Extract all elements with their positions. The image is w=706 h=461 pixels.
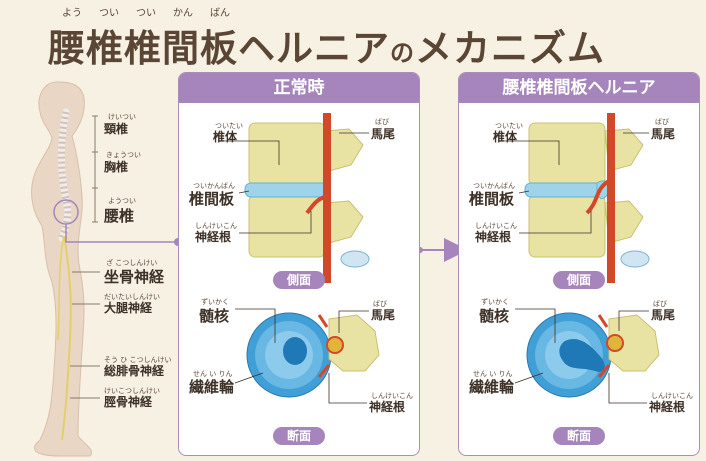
panel-normal: 正常時 ついたい 椎体 ばび 馬尾 ついかんばん 椎間板 しんけいこん 神経根 … xyxy=(178,72,420,456)
p2-root-label: 神経根 xyxy=(475,230,512,244)
p2-disc-label: 椎間板 xyxy=(469,190,515,208)
title-ruby-4: かん xyxy=(173,8,193,19)
thoracic-label: 胸椎 xyxy=(104,160,129,174)
peroneal-ruby: そう ひ こつしんけい xyxy=(104,356,172,364)
p1-root-label: 神経根 xyxy=(195,230,232,244)
p2-nucleus-label: 髄核 xyxy=(479,307,510,325)
p1-cross-view-pill: 断面 xyxy=(273,427,325,445)
p2-body-label: 椎体 xyxy=(493,130,518,144)
femoral-ruby: だいたいしんけい xyxy=(104,293,160,301)
p2-annulus-ruby: せん い りん xyxy=(473,370,513,378)
title-main-text: 腰椎椎間板ヘルニア xyxy=(48,27,390,70)
p2-root-ruby: しんけいこん xyxy=(475,222,517,230)
p2-cross-cauda-label: 馬尾 xyxy=(651,308,676,322)
cervical-label: 頸椎 xyxy=(104,122,129,136)
p2-cross-cauda-ruby: ばび xyxy=(653,300,667,308)
panel-herniation-header: 腰椎椎間板ヘルニア xyxy=(459,73,699,103)
panel-herniation: 腰椎椎間板ヘルニア ついたい 椎体 ばび 馬尾 ついかんばん 椎間板 しんけいこ… xyxy=(458,72,700,456)
title-tail-text: メカニズム xyxy=(415,27,605,70)
normal-illustration xyxy=(225,113,380,404)
p1-cross-cauda-ruby: ばび xyxy=(373,300,387,308)
p2-cross-root-ruby: しんけいこん xyxy=(651,392,693,400)
p1-nucleus-label: 髄核 xyxy=(199,307,230,325)
p1-disc-label: 椎間板 xyxy=(189,190,235,208)
sciatic-nerve xyxy=(61,235,72,441)
p2-annulus-label: 繊維輪 xyxy=(469,378,515,396)
body-silhouette xyxy=(31,81,92,457)
p2-body-ruby: ついたい xyxy=(495,122,523,130)
p2-cross-view-pill: 断面 xyxy=(553,427,605,445)
sciatic-label: 坐骨神経 xyxy=(104,268,165,286)
p1-cross-cauda-label: 馬尾 xyxy=(371,308,396,322)
p1-side-view-pill: 側面 xyxy=(273,271,325,289)
p2-cauda-label: 馬尾 xyxy=(651,127,676,141)
title-ruby-2: つい xyxy=(99,8,119,19)
p2-nucleus-ruby: ずいかく xyxy=(481,298,509,306)
p2-disc-ruby: ついかんばん xyxy=(473,182,515,190)
p1-nucleus-ruby: ずいかく xyxy=(201,298,229,306)
tibial-label: 脛骨神経 xyxy=(104,395,153,409)
page-title: 腰椎椎間板ヘルニアのメカニズム xyxy=(48,18,605,72)
p2-cross-root-label: 神経根 xyxy=(649,400,686,414)
panel-normal-header: 正常時 xyxy=(179,73,419,103)
title-ruby-1: よう xyxy=(62,8,82,19)
p2-cauda-ruby: ばび xyxy=(655,118,669,126)
p1-body-label: 椎体 xyxy=(213,130,238,144)
p1-body-ruby: ついたい xyxy=(215,122,243,130)
sciatic-ruby: ざ こつしんけい xyxy=(106,259,158,267)
tibial-ruby: けいこつしんけい xyxy=(104,387,160,395)
p1-cauda-label: 馬尾 xyxy=(371,127,396,141)
p1-annulus-label: 繊維輪 xyxy=(189,378,235,396)
p1-root-ruby: しんけいこん xyxy=(195,222,237,230)
title-area: よう つい つい かん ばん 腰椎椎間板ヘルニアのメカニズム xyxy=(0,0,706,72)
p1-disc-ruby: ついかんばん xyxy=(193,182,235,190)
herniation-illustration xyxy=(505,113,660,404)
p1-annulus-ruby: せん い りん xyxy=(193,370,233,378)
title-ruby-5: ばん xyxy=(210,8,230,19)
femoral-label: 大腿神経 xyxy=(104,301,153,315)
title-particle: の xyxy=(390,39,415,67)
title-ruby-3: つい xyxy=(136,8,156,19)
thoracic-ruby: きょうつい xyxy=(106,151,141,159)
cervical-ruby: けいつい xyxy=(108,113,136,121)
lumbar-ruby: ようつい xyxy=(108,197,136,205)
peroneal-label: 総腓骨神経 xyxy=(104,364,165,378)
p1-cauda-ruby: ばび xyxy=(375,118,389,126)
p2-side-view-pill: 側面 xyxy=(553,271,605,289)
p1-cross-root-label: 神経根 xyxy=(369,400,406,414)
p1-cross-root-ruby: しんけいこん xyxy=(371,392,413,400)
lumbar-label: 腰椎 xyxy=(104,207,135,225)
